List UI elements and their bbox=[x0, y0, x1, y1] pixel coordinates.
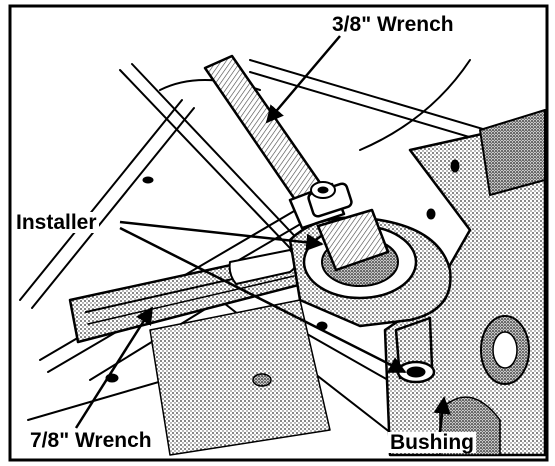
callout-installer-label: Installer bbox=[14, 211, 99, 234]
installer-shape bbox=[302, 181, 418, 300]
leader-installer-upper bbox=[119, 220, 324, 251]
leader-wrench-7-8 bbox=[74, 306, 154, 429]
bushing-shape bbox=[394, 316, 436, 384]
callout-wrench-7-8-label: 7/8" Wrench bbox=[28, 429, 154, 452]
callout-wrench-3-8-label: 3/8" Wrench bbox=[330, 13, 456, 36]
leader-installer-lower bbox=[119, 226, 407, 374]
callout-bushing-label: Bushing bbox=[388, 431, 476, 454]
callout-leaders bbox=[74, 35, 451, 433]
leader-bushing bbox=[433, 396, 451, 433]
leader-wrench-3-8 bbox=[265, 35, 341, 124]
drawing-artwork bbox=[19, 54, 547, 457]
